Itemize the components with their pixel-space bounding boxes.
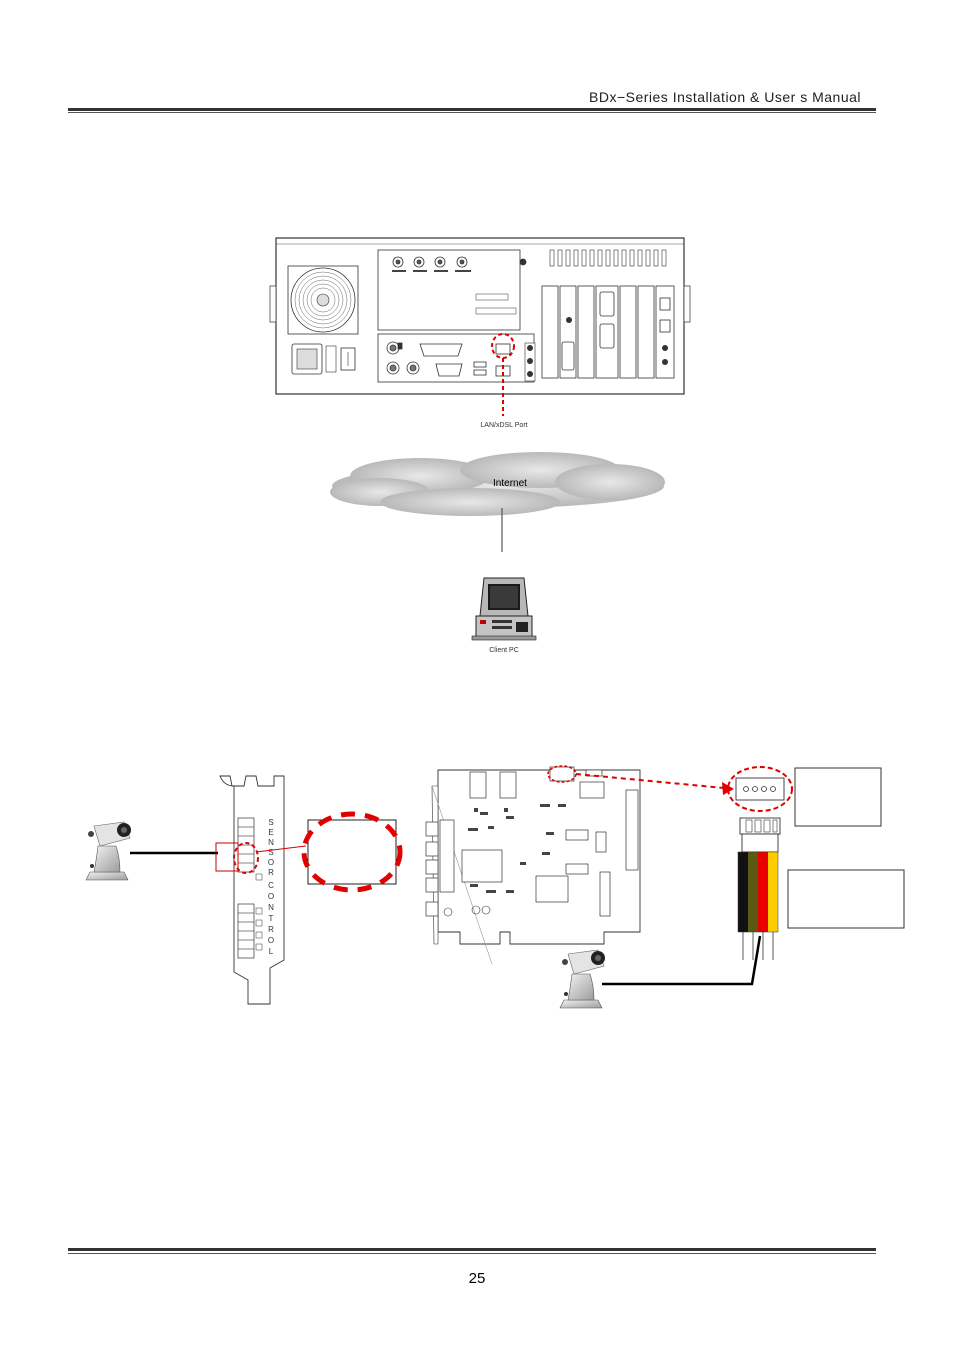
sensor-letter: E [268, 828, 274, 837]
footer-rule-thin [68, 1253, 876, 1254]
footer-rule [68, 1248, 876, 1251]
io-bracket [219, 775, 285, 1005]
internet-cloud-icon [330, 452, 665, 516]
control-letter: C [268, 881, 274, 890]
control-letter: T [268, 914, 274, 923]
control-letter: L [268, 947, 274, 956]
control-letter: N [268, 903, 274, 912]
control-letter: R [268, 925, 274, 934]
power-connector-highlight [727, 766, 793, 812]
control-vertical-label: C O N T R O L [266, 880, 276, 957]
sensor-callout-line [255, 845, 307, 853]
camera2-cable [602, 935, 762, 986]
power-connector-icon [735, 777, 785, 801]
sensor-letter: O [267, 858, 275, 867]
power-connector-note-box [794, 767, 882, 827]
fan-icon [287, 265, 359, 335]
client-pc-label: Client PC [489, 647, 519, 654]
sensor-letter: N [268, 838, 274, 847]
control-letter: O [267, 892, 275, 901]
expansion-slots [541, 285, 675, 379]
bnc-connectors [392, 256, 527, 268]
sensor-detail-box [307, 819, 397, 885]
terminal-callout-box [215, 842, 239, 872]
power-inlet-icon [291, 343, 356, 375]
internet-label: Internet [493, 478, 527, 489]
dvr-rear-panel [269, 237, 691, 416]
sensor-vertical-label: S E N S O R [266, 818, 276, 878]
sensor-letter: S [268, 848, 274, 857]
vent-slots [549, 249, 667, 267]
camera-icon [559, 949, 605, 1009]
camera-icon [85, 821, 131, 881]
lan-port-label: LAN/xDSL Port [480, 422, 528, 429]
power-dashed-arrow [575, 773, 725, 789]
header-rule [68, 108, 876, 111]
control-letter: O [267, 936, 275, 945]
page-number: 25 [468, 1270, 486, 1287]
sensor-terminal-highlight [233, 842, 259, 874]
sensor-detail-highlight [301, 811, 403, 893]
sensor-letter: S [268, 818, 274, 827]
molex-wire-note-box [787, 869, 905, 929]
capture-card [425, 765, 641, 965]
page-header-title: BDx−Series Installation & User s Manual [589, 89, 861, 105]
header-rule-thin [68, 112, 876, 113]
molex-connector-icon [737, 817, 781, 960]
client-pc-icon [471, 577, 537, 641]
sensor-letter: R [268, 868, 274, 877]
